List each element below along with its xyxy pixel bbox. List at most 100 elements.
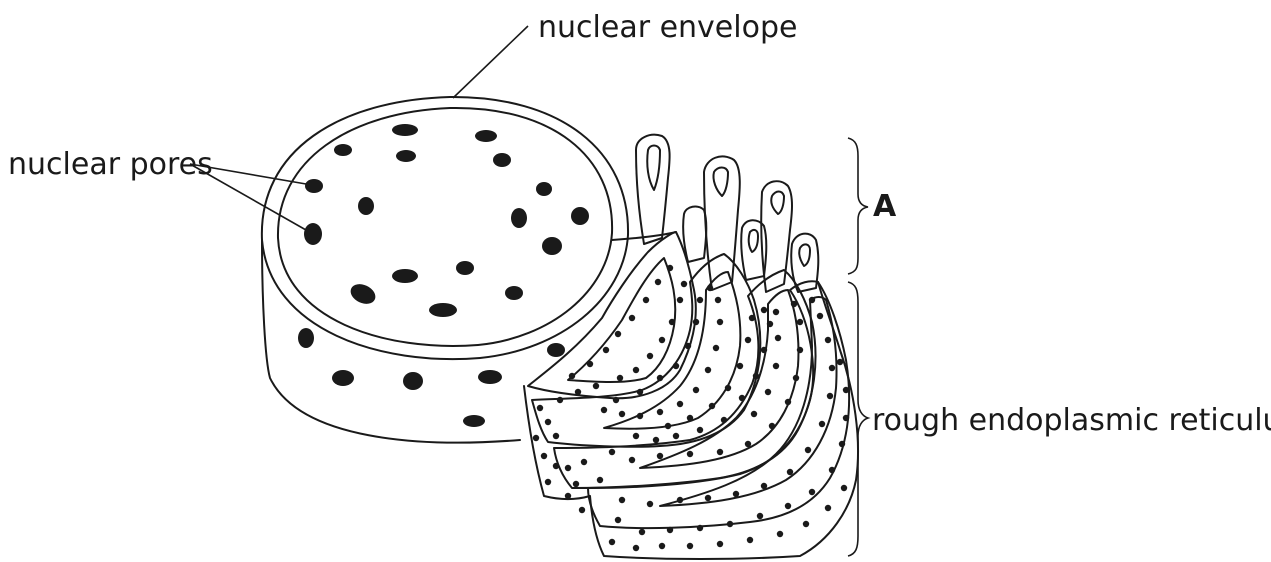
ribosome [581, 459, 587, 465]
ribosome [791, 301, 797, 307]
ribosome [797, 347, 803, 353]
pore [536, 182, 552, 196]
ribosome [767, 321, 773, 327]
tubule-lumen [749, 230, 758, 252]
ribosome [579, 507, 585, 513]
pore [542, 237, 562, 255]
ribosome [673, 433, 679, 439]
ribosome [619, 411, 625, 417]
pore [403, 372, 423, 390]
ribosome [637, 413, 643, 419]
ribosome [569, 373, 575, 379]
ribosome [757, 513, 763, 519]
tubule [683, 207, 706, 262]
ribosome [665, 423, 671, 429]
ribosome [667, 527, 673, 533]
tubule [704, 156, 740, 290]
ribosome [587, 361, 593, 367]
ribosome [633, 367, 639, 373]
pore [347, 280, 378, 307]
label-rough-er: rough endoplasmic reticulum [872, 403, 1271, 438]
braces [848, 138, 868, 556]
ribosome [825, 337, 831, 343]
ribosome [717, 449, 723, 455]
ribosome [541, 453, 547, 459]
ribosome [733, 491, 739, 497]
ribosome [597, 477, 603, 483]
ribosome [827, 393, 833, 399]
pore [358, 197, 374, 215]
ribosome [647, 353, 653, 359]
ribosome [657, 453, 663, 459]
ribosome [717, 541, 723, 547]
ribosome [677, 401, 683, 407]
ribosome [617, 375, 623, 381]
ribosome [653, 437, 659, 443]
ribosome [553, 463, 559, 469]
ribosome [659, 337, 665, 343]
ribosome [809, 297, 815, 303]
ribosome [647, 501, 653, 507]
ribosome [841, 485, 847, 491]
ribosome [697, 297, 703, 303]
tubule-lumen [713, 168, 728, 197]
er-cisterna-2-lumen [604, 272, 740, 429]
ribosome [633, 433, 639, 439]
ribosome [797, 319, 803, 325]
ribosome [693, 319, 699, 325]
pore [478, 370, 502, 384]
ribosome [773, 363, 779, 369]
ribosome [829, 467, 835, 473]
ribosome [769, 423, 775, 429]
ribosome [533, 435, 539, 441]
ribosome [777, 531, 783, 537]
tubule-lumen [771, 192, 784, 215]
pore [392, 124, 418, 136]
ribosome [657, 375, 663, 381]
ribosome [843, 387, 849, 393]
ribosome [705, 367, 711, 373]
ribosome [619, 497, 625, 503]
pore [332, 370, 354, 386]
tubule-lumen [799, 244, 810, 266]
pore [396, 150, 416, 162]
ribosome [785, 503, 791, 509]
ribosome [687, 415, 693, 421]
ribosome [717, 319, 723, 325]
ribosome [609, 539, 615, 545]
ribosome [677, 297, 683, 303]
ribosome [537, 405, 543, 411]
ribosome [667, 265, 673, 271]
ribosome [817, 313, 823, 319]
ribosome [725, 385, 731, 391]
pore [429, 303, 457, 317]
ribosome [787, 469, 793, 475]
ribosome [785, 399, 791, 405]
ribosome [603, 347, 609, 353]
ribosome [773, 309, 779, 315]
ribosome [761, 483, 767, 489]
ribosome [715, 297, 721, 303]
label-region-a: A [873, 189, 897, 224]
ribosome [697, 525, 703, 531]
pore [493, 153, 511, 167]
ribosome [765, 389, 771, 395]
ribosome [837, 359, 843, 365]
nuclear-pores-side [298, 328, 565, 427]
ribosome [685, 343, 691, 349]
label-nuclear-envelope: nuclear envelope [538, 10, 797, 45]
ribosome [575, 389, 581, 395]
ribosome [639, 529, 645, 535]
ribosome [707, 285, 713, 291]
ribosome [659, 543, 665, 549]
ribosome [749, 315, 755, 321]
ribosome [615, 517, 621, 523]
ribosome [681, 281, 687, 287]
ribosome [745, 441, 751, 447]
nucleus [262, 97, 676, 443]
ribosome [843, 415, 849, 421]
ribosomes [533, 265, 849, 551]
rough-er [524, 135, 858, 559]
pore [475, 130, 497, 142]
pore [456, 261, 474, 275]
